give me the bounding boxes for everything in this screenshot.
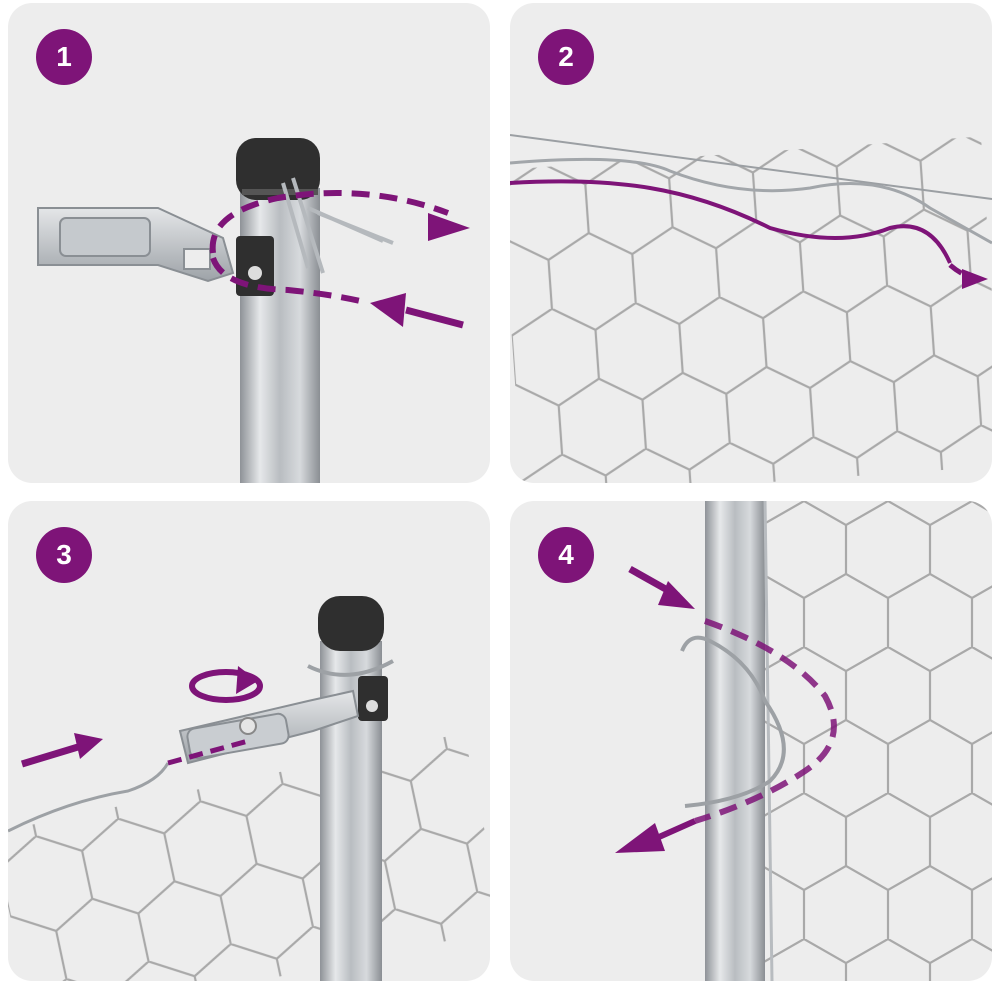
step-number-badge: 1: [36, 29, 92, 85]
step-1-panel: 1: [8, 3, 490, 483]
step-number-badge: 3: [36, 527, 92, 583]
wire-threaded-through-mesh-icon: [510, 134, 992, 483]
wire-wrapped-around-post-icon: [615, 501, 992, 981]
step-4-panel: 4: [510, 501, 992, 981]
step-number-badge: 4: [538, 527, 594, 583]
wire-tensioner-rotate-icon: [8, 596, 490, 981]
tension-bar-clamp-on-post-icon: [37, 138, 470, 483]
step-3-panel: 3: [8, 501, 490, 981]
step-number-badge: 2: [538, 29, 594, 85]
step-2-panel: 2: [510, 3, 992, 483]
